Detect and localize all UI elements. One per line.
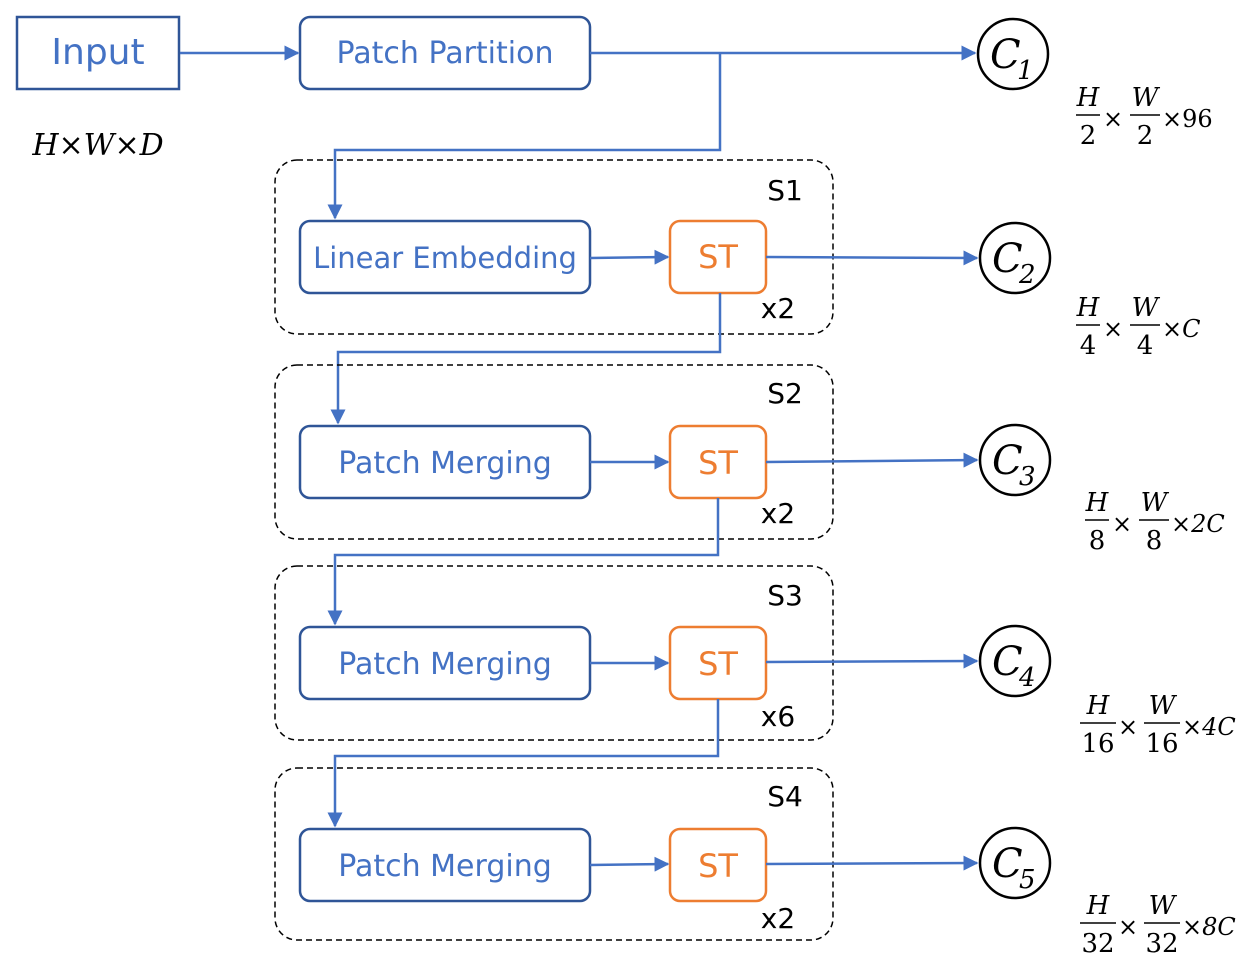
dims-c3-den-h: 8 (1089, 526, 1106, 556)
dims-c3-num-h: H (1085, 488, 1110, 518)
dims-c3: H 8 × W 8 ×2C (1085, 488, 1225, 556)
output-c5: C 5 (978, 826, 1052, 900)
stage-s2-label: S2 (767, 377, 803, 410)
input-block: Input (15, 15, 181, 91)
output-c5-letter: C (992, 841, 1023, 887)
dims-c5-num-h: H (1086, 891, 1111, 921)
dims-c3-tail: ×2C (1171, 510, 1225, 538)
st-block-1 (668, 219, 768, 295)
output-c4-letter: C (992, 639, 1023, 685)
dims-c4-den-w: 16 (1145, 729, 1178, 759)
stage-s1: S1 Linear Embedding ST x2 (274, 159, 834, 335)
linear-embedding-label: Linear Embedding (313, 241, 577, 275)
st-label-1: ST (698, 238, 738, 276)
output-c5-sub: 5 (1019, 865, 1036, 895)
st2-to-c3-arrow (765, 452, 979, 468)
dims-c5-den-w: 32 (1145, 929, 1178, 959)
dims-c4-tail: ×4C (1182, 713, 1236, 741)
output-c1-sub: 1 (1017, 56, 1034, 86)
dims-c4-den-h: 16 (1081, 729, 1114, 759)
stage-s4: S4 Patch Merging ST x2 (274, 767, 834, 941)
stage-s4-label: S4 (767, 780, 803, 813)
stage-s3: S3 Patch Merging ST x6 (274, 565, 834, 741)
merging3-to-st4-arrow (589, 856, 670, 872)
st-label-2: ST (698, 444, 738, 482)
output-c2-sub: 2 (1018, 260, 1036, 290)
dims-c1: H 2 × W 2 ×96 (1076, 83, 1213, 151)
dims-c5-tail: ×8C (1182, 913, 1236, 941)
patch-partition-label: Patch Partition (337, 36, 554, 71)
stage-s2-repeat: x2 (761, 497, 795, 530)
s1-to-s2-arrow (330, 293, 722, 425)
st4-to-c5-arrow (765, 855, 979, 871)
dims-c4-times: × (1118, 713, 1138, 741)
patch-partition-block: Patch Partition (298, 15, 592, 91)
dims-c2-den-w: 4 (1137, 331, 1154, 361)
st-label-4: ST (698, 847, 738, 885)
dims-c5-num-w: W (1149, 891, 1178, 921)
stage-s2: S2 Patch Merging ST x2 (274, 364, 834, 540)
output-c2-letter: C (992, 236, 1023, 282)
st-block-4 (668, 827, 768, 903)
dims-c1-tail: ×96 (1162, 105, 1213, 133)
dims-c1-den-h: 2 (1080, 121, 1097, 151)
st-label-3: ST (698, 645, 738, 683)
st3-to-c4-arrow (765, 653, 979, 669)
dims-c2: H 4 × W 4 ×C (1076, 293, 1201, 361)
stage-s3-label: S3 (767, 579, 803, 612)
dims-c1-num-h: H (1076, 83, 1101, 113)
output-c1-letter: C (990, 32, 1021, 78)
stage-s3-repeat: x6 (761, 700, 795, 733)
patch-merging-label-3: Patch Merging (338, 849, 552, 884)
dims-c5-den-h: 32 (1081, 929, 1114, 959)
dims-c2-times: × (1103, 315, 1123, 343)
stage-s4-repeat: x2 (761, 902, 795, 935)
partition-to-embedding-arrow (327, 53, 722, 220)
output-c2: C 2 (978, 221, 1052, 295)
dims-c5: H 32 × W 32 ×8C (1080, 891, 1236, 959)
dims-c3-den-w: 8 (1146, 526, 1163, 556)
dims-c1-den-w: 2 (1137, 121, 1154, 151)
output-c3-sub: 3 (1019, 462, 1036, 492)
dims-c1-num-w: W (1132, 83, 1161, 113)
dims-c2-tail: ×C (1162, 315, 1200, 343)
dims-c2-num-w: W (1132, 293, 1161, 323)
dims-c4-num-h: H (1086, 691, 1111, 721)
dims-c5-times: × (1118, 913, 1138, 941)
dims-c2-den-h: 4 (1080, 331, 1097, 361)
stage-s1-label: S1 (767, 174, 803, 207)
dims-c3-times: × (1112, 510, 1132, 538)
output-c4-sub: 4 (1018, 663, 1036, 693)
stage-s1-repeat: x2 (761, 292, 795, 325)
output-c3: C 3 (978, 423, 1052, 497)
output-c1: C 1 (976, 17, 1050, 91)
patch-merging-label-1: Patch Merging (338, 446, 552, 481)
s2-to-s3-arrow (327, 498, 720, 626)
output-c3-letter: C (992, 438, 1023, 484)
dims-c2-num-h: H (1076, 293, 1101, 323)
st1-to-c2-arrow (765, 250, 979, 266)
s3-to-s4-arrow (327, 699, 720, 828)
embedding-to-st1-arrow (589, 249, 670, 265)
input-dims: H×W×D (31, 128, 163, 163)
dims-c1-times: × (1103, 105, 1123, 133)
input-label: Input (51, 32, 144, 73)
patch-merging-label-2: Patch Merging (338, 647, 552, 682)
dims-c4: H 16 × W 16 ×4C (1080, 691, 1236, 759)
dims-c3-num-w: W (1141, 488, 1170, 518)
output-c4: C 4 (978, 624, 1052, 698)
dims-c4-num-w: W (1149, 691, 1178, 721)
